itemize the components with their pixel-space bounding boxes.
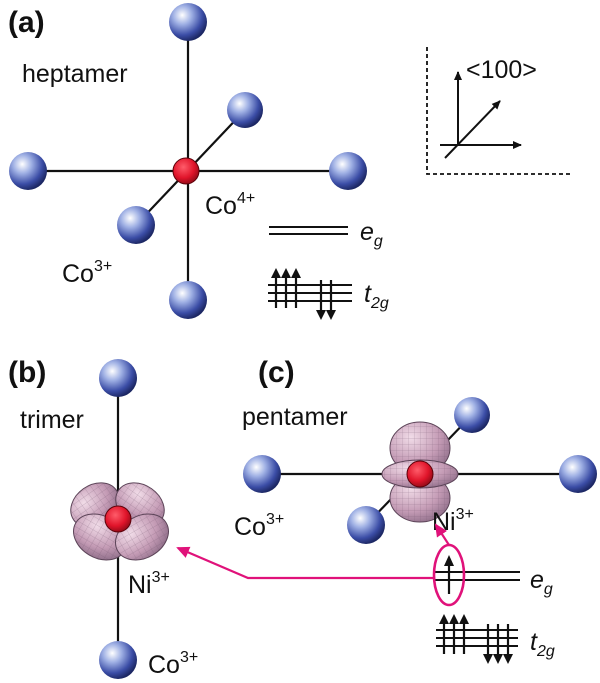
co-atom-pentamer-back: [454, 397, 490, 433]
t2g-spins: [271, 268, 336, 320]
t2g-spins-c: [439, 614, 513, 664]
axis-y-arrow: [444, 100, 501, 159]
panel-b-title: trimer: [20, 406, 84, 434]
panel-b: (b) trimer Ni3+ Co3+: [8, 356, 198, 679]
co3-label-pentamer: Co3+: [234, 511, 284, 541]
co-atom-left: [9, 152, 47, 190]
transfer-arrow-to-trimer: [176, 546, 434, 580]
t2g-label: t2g: [364, 280, 389, 312]
co-atom-bottom: [169, 281, 207, 319]
co-atom-front: [117, 206, 155, 244]
panel-a-label: (a): [8, 6, 45, 39]
co4-center-atom: [172, 157, 200, 185]
co-atom-back: [227, 92, 263, 128]
co-atom-top: [169, 3, 207, 41]
panel-a-title: heptamer: [22, 60, 128, 88]
panel-b-label: (b): [8, 356, 46, 389]
pentamer-orbital: [381, 421, 459, 523]
co-atom-pentamer-right: [559, 455, 597, 493]
t2g-levels-c: [436, 629, 518, 647]
axes-frame: [426, 47, 572, 175]
ni3-center-atom-trimer: [104, 505, 132, 533]
ni3-center-atom-pentamer: [406, 460, 434, 488]
co4-label: Co4+: [205, 190, 255, 220]
eg-label: eg: [360, 218, 383, 250]
ni3-label-trimer: Ni3+: [128, 569, 170, 599]
co-atom-trimer-top: [99, 359, 137, 397]
transfer-arrow-to-pentamer: [434, 523, 450, 546]
t2g-levels: [268, 284, 352, 302]
ni3-label-pentamer: Ni3+: [432, 506, 474, 536]
panel-c: (c) pentamer Co3+ Ni3+ eg: [176, 356, 597, 664]
direction-label: <100>: [466, 56, 537, 84]
co-atom-trimer-bottom: [99, 641, 137, 679]
co-atom-pentamer-left: [243, 455, 281, 493]
co3-label: Co3+: [62, 258, 112, 288]
panel-c-title: pentamer: [242, 403, 348, 431]
co-atom-right: [329, 152, 367, 190]
eg-label-c: eg: [530, 566, 553, 598]
t2g-label-c: t2g: [530, 628, 555, 660]
eg-spin-head: [444, 555, 454, 566]
co-atom-pentamer-front: [347, 506, 385, 544]
panel-a: (a) heptamer Co4+ Co3+ <100> eg: [8, 3, 572, 320]
panel-c-label: (c): [258, 356, 295, 389]
co3-label-trimer: Co3+: [148, 649, 198, 679]
